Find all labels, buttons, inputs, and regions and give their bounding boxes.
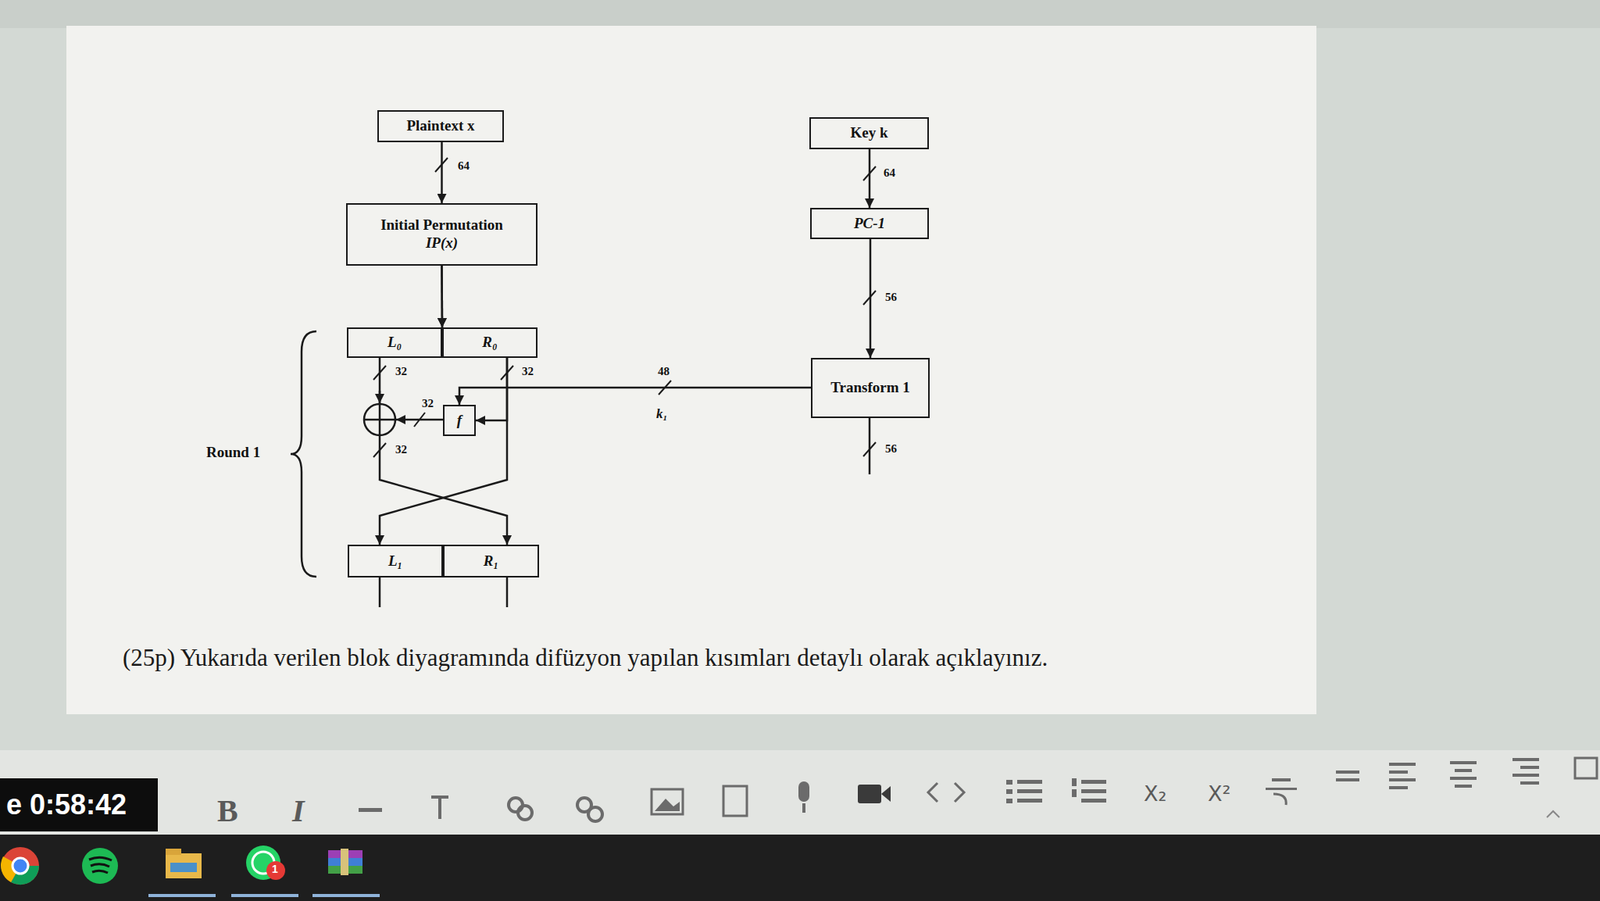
signal-wire (379, 357, 508, 545)
node-text: L₁ (388, 552, 403, 571)
permutation-box: Initial PermutationIP(x) (346, 203, 538, 266)
plaintext-box: Plaintext x (377, 110, 504, 143)
round-brace (290, 331, 317, 577)
xor-cross (378, 403, 382, 436)
signal-wire (440, 265, 443, 328)
bus-width: 56 (883, 441, 899, 456)
right-half-box: R₁ (442, 544, 540, 578)
editor-toolbar (0, 750, 1600, 835)
question-caption: (25p) Yukarıda verilen blok diyagramında… (122, 643, 1048, 672)
bus-width: 64 (456, 158, 472, 173)
node-text: IP(x) (425, 234, 458, 253)
node-text: Initial Permutation (380, 216, 504, 235)
signal-wire (379, 357, 508, 545)
node-text: L₀ (387, 333, 402, 352)
signal-wire (459, 387, 811, 405)
bus-width: 32 (393, 442, 409, 457)
signal-wire (475, 357, 508, 421)
paper-panel (66, 25, 1317, 715)
bus-width: 48 (656, 364, 672, 379)
timer-box (0, 778, 158, 832)
signal-wire (440, 265, 443, 328)
bus-width: 64 (882, 165, 897, 180)
l1-out-wire (378, 577, 382, 608)
permuted-choice-box: PC-1 (810, 207, 929, 240)
subscript-button: X₂ (1142, 781, 1168, 807)
taskbar (0, 834, 1600, 901)
node-text: PC-1 (853, 214, 886, 233)
signal-wire (868, 149, 872, 208)
round-function-box: f (442, 404, 476, 436)
right-half-box: R₀ (442, 327, 538, 358)
key-out-wire (868, 417, 872, 475)
node-text: f (457, 411, 462, 430)
bus-width: 32 (393, 364, 409, 379)
round-label: Round 1 (204, 443, 262, 462)
bus-width: 32 (520, 364, 536, 379)
node-text: Plaintext x (406, 117, 475, 136)
key-box: Key k (809, 117, 929, 150)
superscript-button: X² (1206, 781, 1233, 807)
left-half-box: L₁ (347, 544, 443, 578)
node-text: Transform 1 (830, 378, 911, 397)
bold-button: B (215, 792, 240, 830)
toolbar-icons (358, 757, 1597, 822)
left-half-box: L₀ (346, 327, 443, 358)
node-text: R₀ (482, 333, 497, 352)
bus-width: 56 (883, 289, 899, 304)
node-text: R₁ (483, 552, 499, 571)
top-strip (0, 0, 1600, 29)
node-text: Key k (850, 124, 888, 143)
r1-out-wire (506, 577, 509, 608)
bus-width: 32 (420, 396, 436, 411)
subkey-label: k₁ (654, 406, 669, 422)
xor-input-arrow (378, 390, 382, 404)
italic-button: I (290, 792, 307, 830)
transform-box: Transform 1 (810, 357, 930, 418)
notification-badge: 1 (271, 862, 279, 876)
signal-wire (440, 142, 443, 204)
exam-timer: e 0:58:42 (4, 787, 129, 822)
xor-symbol (364, 403, 396, 436)
